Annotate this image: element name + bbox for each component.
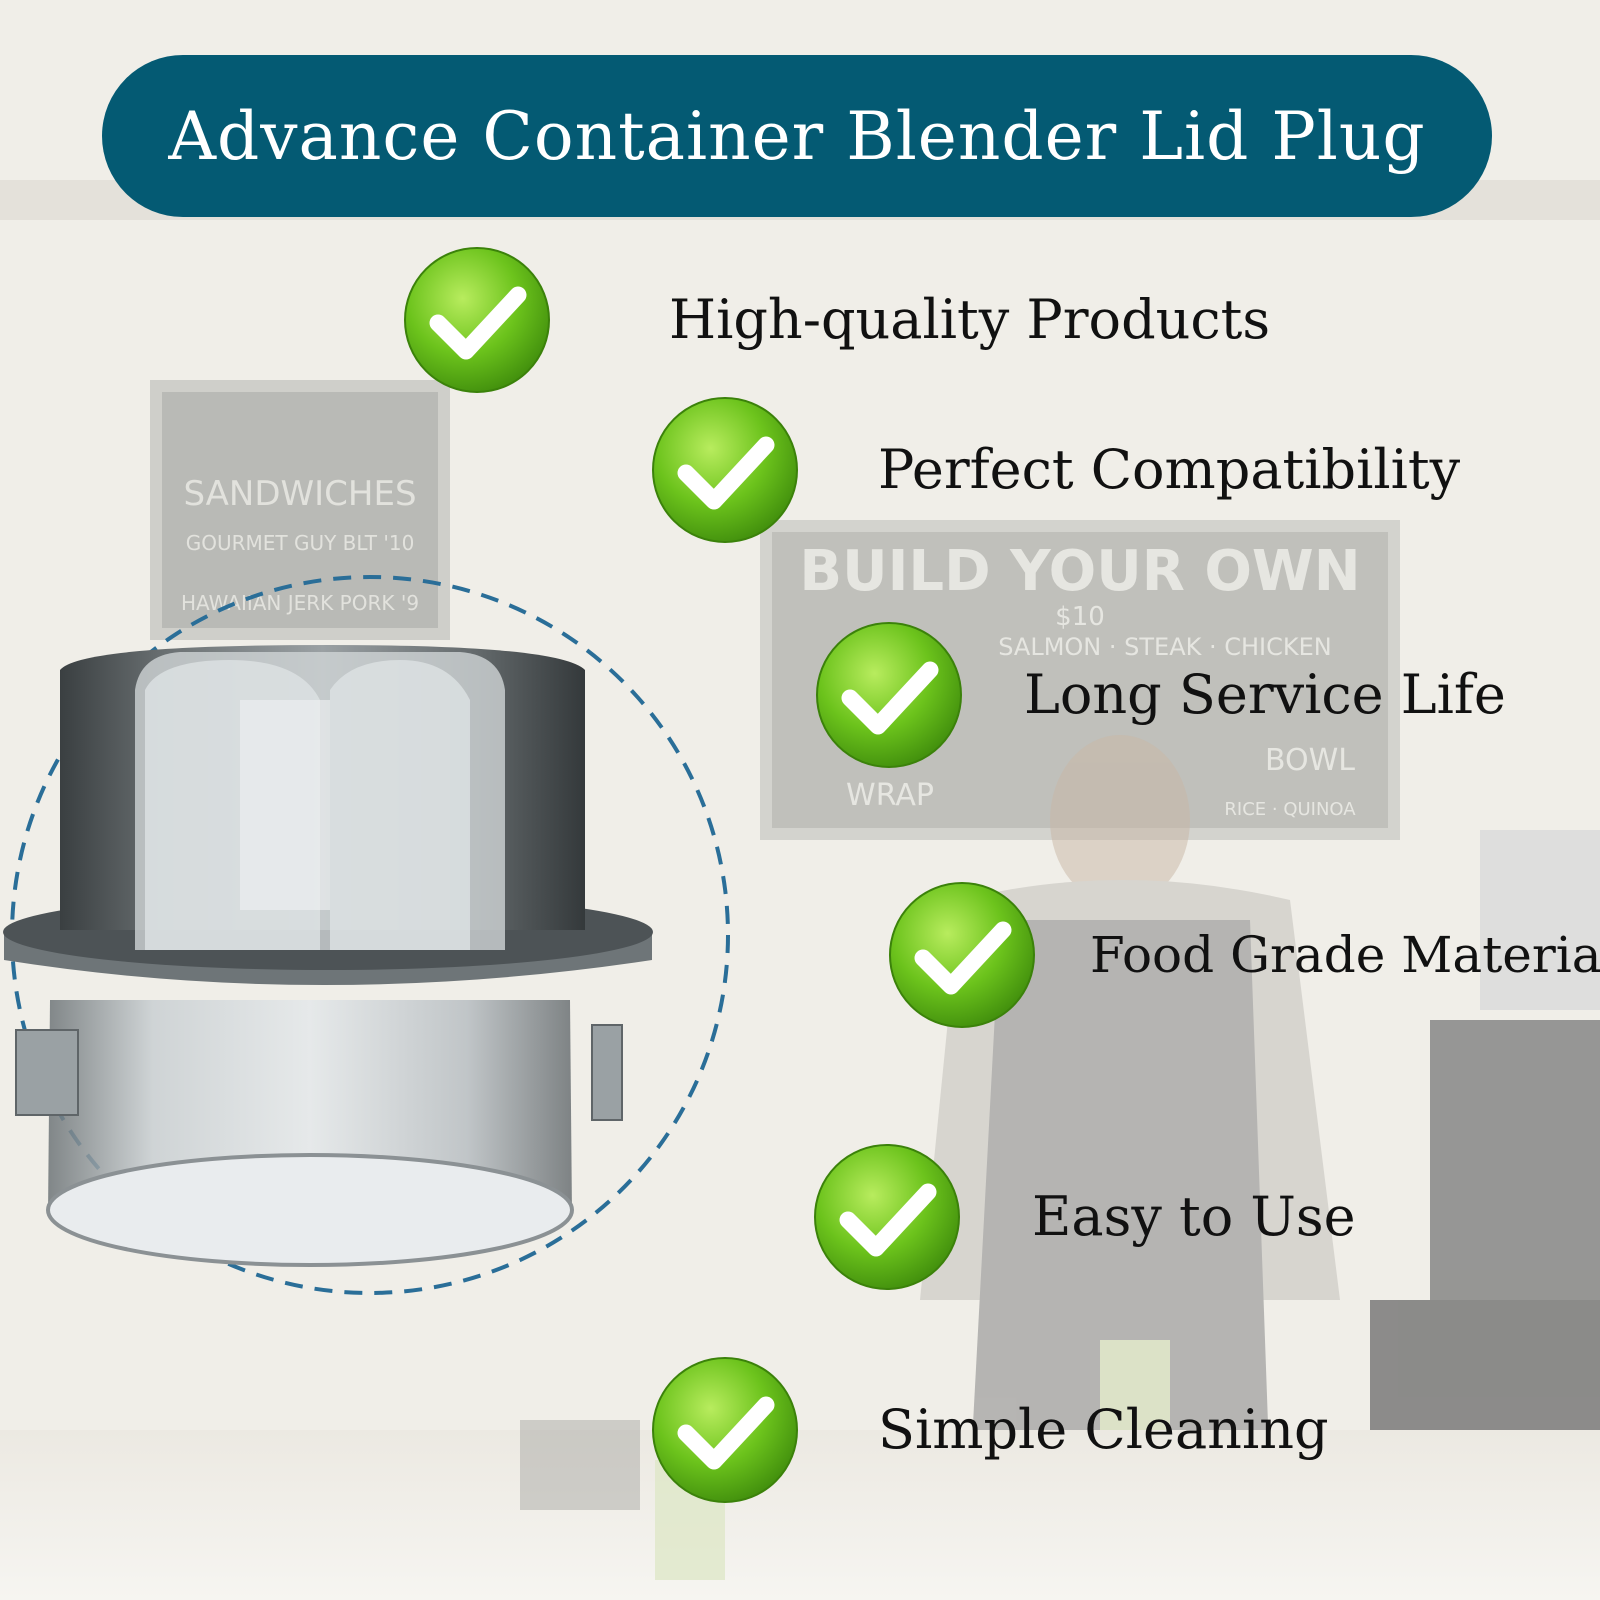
check-icon: [816, 622, 962, 768]
lid-plug-product: [3, 645, 653, 1267]
feature-label: High-quality Products: [669, 288, 1271, 351]
menu-board-line: WRAP: [846, 778, 934, 813]
menu-board-line: BOWL: [1265, 743, 1355, 778]
feature-label: Easy to Use: [1032, 1185, 1356, 1248]
sign-line: GOURMET GUY BLT '10: [186, 531, 415, 555]
banner-title: Advance Container Blender Lid Plug: [168, 97, 1426, 175]
check-icon: [652, 397, 798, 543]
menu-board-price: $10: [1055, 602, 1105, 632]
title-banner: Advance Container Blender Lid Plug: [102, 55, 1492, 217]
sign-line: HAWAIIAN JERK PORK '9: [181, 591, 419, 615]
check-icon: [814, 1144, 960, 1290]
menu-board-title: BUILD YOUR OWN: [799, 539, 1360, 604]
menu-board-line: SALMON · STEAK · CHICKEN: [998, 633, 1332, 661]
menu-board-line: RICE · QUINOA: [1224, 799, 1356, 820]
counter: [0, 1430, 1600, 1600]
feature-label: Long Service Life: [1024, 663, 1506, 726]
feature-label: Simple Cleaning: [878, 1398, 1329, 1461]
feature-label: Perfect Compatibility: [878, 438, 1461, 501]
check-icon: [652, 1357, 798, 1503]
check-icon: [404, 247, 550, 393]
feature-label: Food Grade Material: [1090, 926, 1600, 984]
check-icon: [889, 882, 1035, 1028]
sign-line: SANDWICHES: [183, 474, 416, 514]
